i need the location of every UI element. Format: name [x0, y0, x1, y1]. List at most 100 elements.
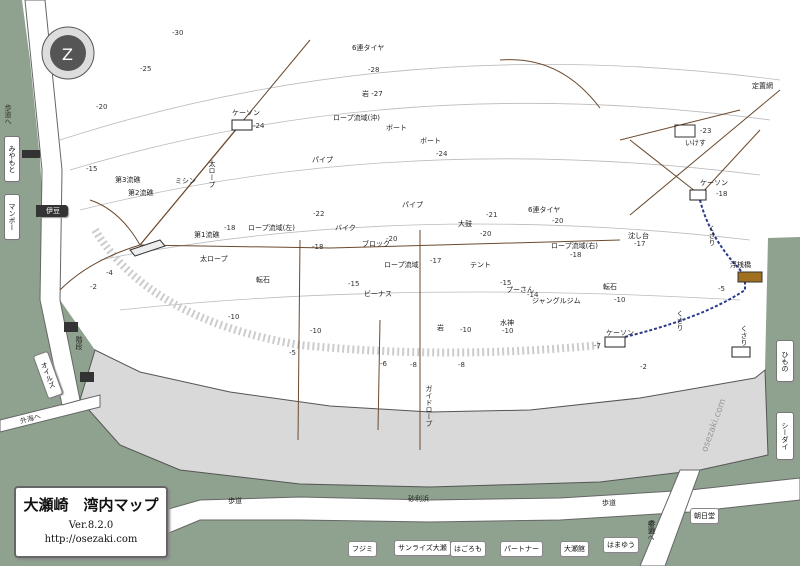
label-tenseki1: 転石: [256, 276, 270, 284]
shop-right[interactable]: シーダイ: [776, 412, 794, 460]
shop-left[interactable]: 伊豆: [38, 205, 68, 217]
depth: -20: [480, 230, 492, 238]
shop-bottom[interactable]: 大瀬館: [560, 541, 589, 557]
map-title: 大瀬崎 湾内マップ: [23, 496, 159, 514]
bottom-road: [39, 477, 800, 546]
label-pipe2: パイプ: [402, 201, 423, 209]
label-sandou: 参道: [648, 520, 656, 534]
depth: -28: [368, 66, 380, 74]
floating-pier: [737, 271, 763, 283]
label-kusari1: くさり: [708, 225, 716, 246]
label-tent: テント: [470, 261, 491, 269]
label-tire6-top: 6連タイヤ: [352, 44, 385, 52]
depth: -10: [502, 327, 514, 335]
label-futorope2: 太ロープ: [200, 255, 228, 263]
label-kusari3: くさり: [740, 325, 748, 346]
caisson-right-2: [731, 346, 751, 358]
shop-bottom[interactable]: 朝日堂: [690, 508, 719, 524]
pier-1: [22, 150, 40, 158]
label-ikesu: いけす: [685, 139, 706, 147]
label-mishin: ミシン: [175, 177, 196, 185]
road-right-bottom: 県道へ: [647, 520, 655, 541]
label-kusari2: くさり: [676, 310, 684, 331]
depth: -2: [90, 283, 97, 291]
label-bike: バイク: [335, 224, 356, 232]
label-iwa27: 岩 -27: [362, 90, 383, 98]
label-boat1: ボート: [386, 124, 407, 132]
contour-25: [59, 63, 781, 141]
depth: -20: [96, 103, 108, 111]
label-daiko: 大鼓: [458, 220, 472, 228]
depth: -6: [380, 360, 387, 368]
caisson-right-1: [689, 189, 707, 201]
label-venus: ビーナス: [364, 290, 392, 298]
site-url[interactable]: http://osezaki.com: [44, 534, 138, 545]
contour-5: [119, 291, 741, 311]
depth: -15: [500, 279, 512, 287]
label-caisson-left: ケーソン: [232, 109, 260, 117]
sea-area: [22, 0, 800, 412]
shop-bottom[interactable]: サンライズ大瀬: [394, 540, 451, 556]
label-rope-main: ロープ流域: [384, 261, 419, 269]
label-guide: ガイドロープ: [425, 385, 433, 427]
shop-bottom[interactable]: はまゆう: [603, 537, 639, 553]
depth: -25: [140, 65, 152, 73]
road-left-top: 歩道へ: [4, 104, 12, 125]
depth: -18: [312, 243, 324, 251]
beach-band: [79, 349, 769, 488]
label-tenseki2: 転石: [603, 283, 617, 291]
label-teichi: 定置網: [752, 82, 773, 90]
label-caisson-bottom: ケーソン: [606, 329, 634, 337]
depth: -17: [634, 240, 646, 248]
label-suijin: 水神: [500, 319, 514, 327]
depth: -24: [436, 150, 448, 158]
title-box: 大瀬崎 湾内マップ Ver.8.2.0 http://osezaki.com: [14, 486, 168, 558]
shop-bottom[interactable]: はごろも: [450, 541, 486, 557]
depth: -10: [310, 327, 322, 335]
depth: -5: [289, 349, 296, 357]
depth: -7: [594, 342, 601, 350]
label-hodou2: 歩道: [602, 499, 616, 507]
right-road: [639, 469, 701, 566]
depth: -18: [716, 190, 728, 198]
depth: -15: [86, 165, 98, 173]
pier-4: [80, 372, 94, 382]
label-boat2: ボート: [420, 137, 441, 145]
depth: -10: [614, 296, 626, 304]
label-daini: 第2流礁: [128, 189, 154, 197]
depth: -20: [552, 217, 564, 225]
depth: -18: [224, 224, 236, 232]
depth: -20: [386, 235, 398, 243]
depth: -24: [253, 122, 265, 130]
depth: -17: [430, 257, 442, 265]
label-shizumedai: 沈し台: [628, 232, 649, 240]
label-tire6-mid: 6連タイヤ: [528, 206, 561, 214]
contour-20: [69, 102, 771, 171]
ropes: [59, 39, 781, 450]
label-jarihama: 砂利浜: [408, 495, 429, 503]
label-caisson-right1: ケーソン: [700, 179, 728, 187]
shop-right[interactable]: ひもの: [776, 340, 794, 382]
shop-left[interactable]: みやもと: [4, 136, 20, 182]
label-pipe1: パイプ: [312, 156, 333, 164]
depth: -8: [458, 361, 465, 369]
label-iwa: 岩: [437, 324, 444, 332]
label-daisan: 第3流礁: [115, 176, 141, 184]
label-ishidan: 階段: [75, 336, 83, 350]
shop-bottom[interactable]: パートナー: [500, 541, 543, 557]
caisson-left: [231, 119, 253, 131]
shore-gravel: [91, 227, 601, 357]
depth: -10: [228, 313, 240, 321]
depth: -8: [410, 361, 417, 369]
caisson-bottom: [604, 336, 626, 348]
shop-left[interactable]: マンボー: [4, 194, 20, 240]
sunken-boat: [129, 239, 166, 257]
depth: -2: [640, 363, 647, 371]
blue-chain: [611, 199, 746, 341]
label-futorope1: 太ロープ: [208, 160, 216, 188]
depth: -5: [718, 285, 725, 293]
label-jungle: ジャングルジム: [532, 297, 581, 305]
shop-bottom[interactable]: フジミ: [348, 541, 377, 557]
depth: -4: [106, 269, 113, 277]
